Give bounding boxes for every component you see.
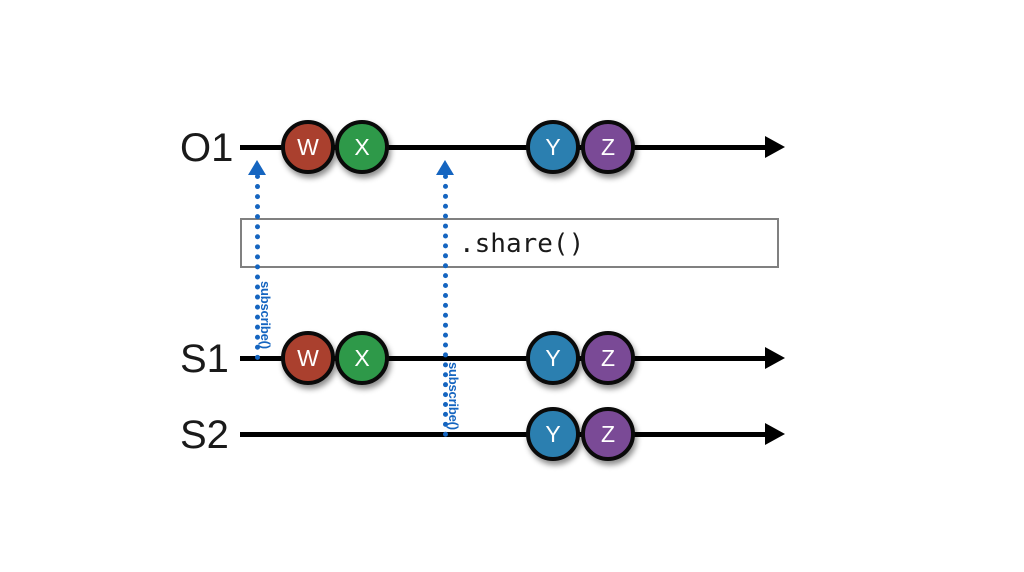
timeline-label-s1: S1 — [180, 337, 229, 381]
timeline-arrowhead-s2 — [765, 423, 785, 445]
marble-s1-y: Y — [526, 331, 580, 385]
marble-s2-y: Y — [526, 407, 580, 461]
marble-letter: X — [354, 344, 370, 371]
marble-o1-z: Z — [581, 120, 635, 174]
marble-o1-y: Y — [526, 120, 580, 174]
timeline-label-o1: O1 — [180, 126, 234, 170]
marble-letter: Z — [600, 420, 616, 447]
timeline-axis-s2 — [240, 432, 765, 437]
operator-label: .share() — [459, 229, 585, 259]
timeline-label-s2: S2 — [180, 413, 229, 457]
subscribe-line-1 — [255, 174, 260, 360]
operator-box — [240, 218, 779, 268]
marble-o1-w: W — [281, 120, 335, 174]
marble-s2-z: Z — [581, 407, 635, 461]
subscribe-arrowhead-1 — [248, 160, 266, 175]
marble-letter: Y — [545, 133, 561, 160]
marble-s1-w: W — [281, 331, 335, 385]
marble-s1-z: Z — [581, 331, 635, 385]
timeline-arrowhead-o1 — [765, 136, 785, 158]
marble-letter: Y — [545, 420, 561, 447]
timeline-arrowhead-s1 — [765, 347, 785, 369]
marble-o1-x: X — [335, 120, 389, 174]
marble-letter: W — [297, 133, 319, 160]
subscribe-label-2: subscribe() — [446, 362, 461, 430]
marble-letter: Z — [600, 133, 616, 160]
marble-letter: Y — [545, 344, 561, 371]
subscribe-line-2 — [443, 174, 448, 437]
subscribe-label-1: subscribe() — [258, 281, 273, 349]
timeline-axis-s1 — [240, 356, 765, 361]
marble-s1-x: X — [335, 331, 389, 385]
subscribe-arrowhead-2 — [436, 160, 454, 175]
marble-letter: W — [297, 344, 319, 371]
marble-letter: X — [354, 133, 370, 160]
timeline-axis-o1 — [240, 145, 765, 150]
marble-letter: Z — [600, 344, 616, 371]
